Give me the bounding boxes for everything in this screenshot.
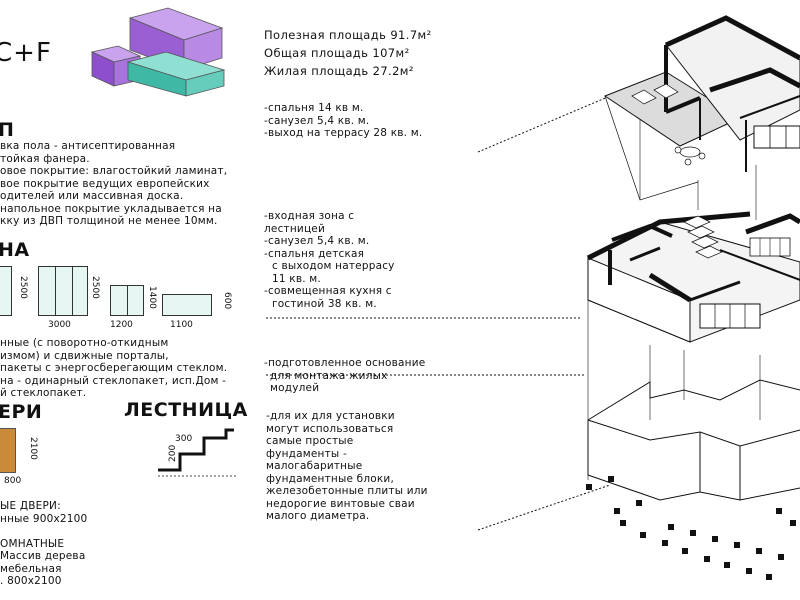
doors-line: Массив дерева — [0, 550, 86, 562]
area-total: Общая площадь 107м² — [264, 46, 410, 60]
windows-line: й стеклопакет. — [0, 387, 87, 399]
top-module — [603, 15, 800, 201]
annotation-line: недорогие винтовые сваи — [266, 497, 415, 510]
door-height: 2100 — [28, 437, 38, 460]
windows-line: на - одинарный стеклопакет, исп.Дом - — [0, 374, 227, 387]
annotation-line: модулей — [270, 382, 320, 394]
annotation-line: железобетонные плиты или — [266, 485, 428, 497]
area-summary: Полезная площадь 91.7м² Общая площадь 10… — [264, 28, 432, 79]
doors-line: нные 900х2100 — [0, 512, 88, 525]
window-3 — [110, 285, 144, 316]
doors-line — [0, 525, 87, 538]
window-1 — [0, 266, 12, 316]
annotation-line: лестницей — [264, 222, 325, 235]
floor-line: вка пола - антисептированная — [0, 140, 176, 152]
floor-section-text: вка пола - антисептированная тойкая фане… — [0, 140, 227, 228]
windows-section-title: НА — [0, 239, 30, 261]
ground-module — [586, 211, 800, 343]
area-useful: Полезная площадь 91.7м² — [264, 28, 432, 42]
windows-line: пакеты с энергосберегающим стеклом. — [0, 362, 228, 374]
brand-title: C+F — [0, 38, 52, 68]
window-4 — [162, 294, 212, 316]
annotation-line: малого диаметра. — [266, 510, 370, 522]
annotation-line: -выход на террасу 28 кв. м. — [264, 127, 423, 139]
floor-line: тойкая фанера. — [0, 152, 90, 165]
floor-line: одителей или массивная доска. — [0, 190, 184, 202]
annotation-top: -спальня 14 кв м. -санузел 5,4 кв. м. -в… — [264, 102, 422, 140]
annotation-base: -подготовленное основание для монтажа жи… — [264, 357, 425, 395]
window-3-height: 1400 — [147, 286, 157, 309]
doors-line: мебельная — [0, 562, 62, 575]
area-living: Жилая площадь 27.2м² — [264, 64, 414, 78]
annotation-line: малогабаритные — [266, 460, 363, 472]
floor-section-title: П — [0, 119, 15, 141]
floor-line: овое покрытие: влагостойкий ламинат, — [0, 165, 228, 177]
annotation-line: гостиной 38 кв. м. — [272, 297, 377, 310]
annotation-middle: -входная зона с лестницей -санузел 5,4 к… — [264, 210, 395, 310]
door-width: 800 — [4, 476, 22, 486]
annotation-line: -спальня 14 кв м. — [264, 102, 364, 114]
window-1-height: 2500 — [18, 276, 28, 299]
floor-line: вое покрытие ведущих европейских — [0, 177, 210, 190]
door-drawing — [0, 428, 16, 473]
window-4-height: 600 — [222, 292, 232, 310]
annotation-line: -входная зона с — [264, 210, 355, 222]
doors-line: ОМНАТНЫЕ — [0, 537, 65, 550]
window-3-width: 1200 — [110, 320, 133, 330]
foundation-piles — [586, 476, 796, 580]
annotation-line: фундаменты - — [266, 447, 347, 460]
annotation-line: фундаментные блоки, — [266, 472, 394, 485]
window-2 — [38, 266, 88, 316]
windows-section-text: нные (с поворотно-откидным измом) и сдви… — [0, 337, 227, 400]
windows-line: измом) и сдвижные порталы, — [0, 349, 169, 362]
annotation-line: -санузел 5,4 кв. м. — [264, 235, 370, 247]
stairs-tread: 300 — [175, 434, 193, 444]
doors-line: . 800х2100 — [0, 575, 62, 587]
annotation-line: 11 кв. м. — [272, 272, 321, 285]
annotation-line: -подготовленное основание — [264, 357, 426, 369]
annotation-line: с выходом натеррасу — [272, 260, 395, 272]
window-4-width: 1100 — [170, 320, 193, 330]
stairs-riser: 200 — [168, 444, 178, 462]
windows-line: нные (с поворотно-откидным — [0, 337, 169, 349]
annotation-line: могут использоваться — [266, 422, 394, 435]
annotation-foundation: -для их для установки могут использовать… — [266, 410, 428, 523]
doors-section-title: ЕРИ — [0, 401, 43, 423]
doors-section-text: ЫЕ ДВЕРИ: нные 900х2100 ОМНАТНЫЕ Массив … — [0, 500, 87, 588]
doors-line: ЫЕ ДВЕРИ: — [0, 500, 61, 512]
floor-line: кку из ДВП толщиной не менее 10мм. — [0, 215, 218, 227]
annotation-line: -для их для установки — [266, 410, 395, 422]
annotation-line: -спальня детская — [264, 247, 365, 260]
stairs-section-title: ЛЕСТНИЦА — [124, 399, 248, 421]
annotation-line: самые простые — [266, 435, 354, 447]
window-2-width: 3000 — [48, 320, 71, 330]
base-platform — [587, 379, 800, 501]
floor-line: напольное покрытие укладывается на — [0, 202, 222, 215]
window-2-height: 2500 — [90, 276, 100, 299]
annotation-line: для монтажа жилых — [270, 369, 388, 382]
annotation-line: -совмещенная кухня с — [264, 285, 392, 297]
annotation-line: -санузел 5,4 кв. м. — [264, 114, 370, 127]
